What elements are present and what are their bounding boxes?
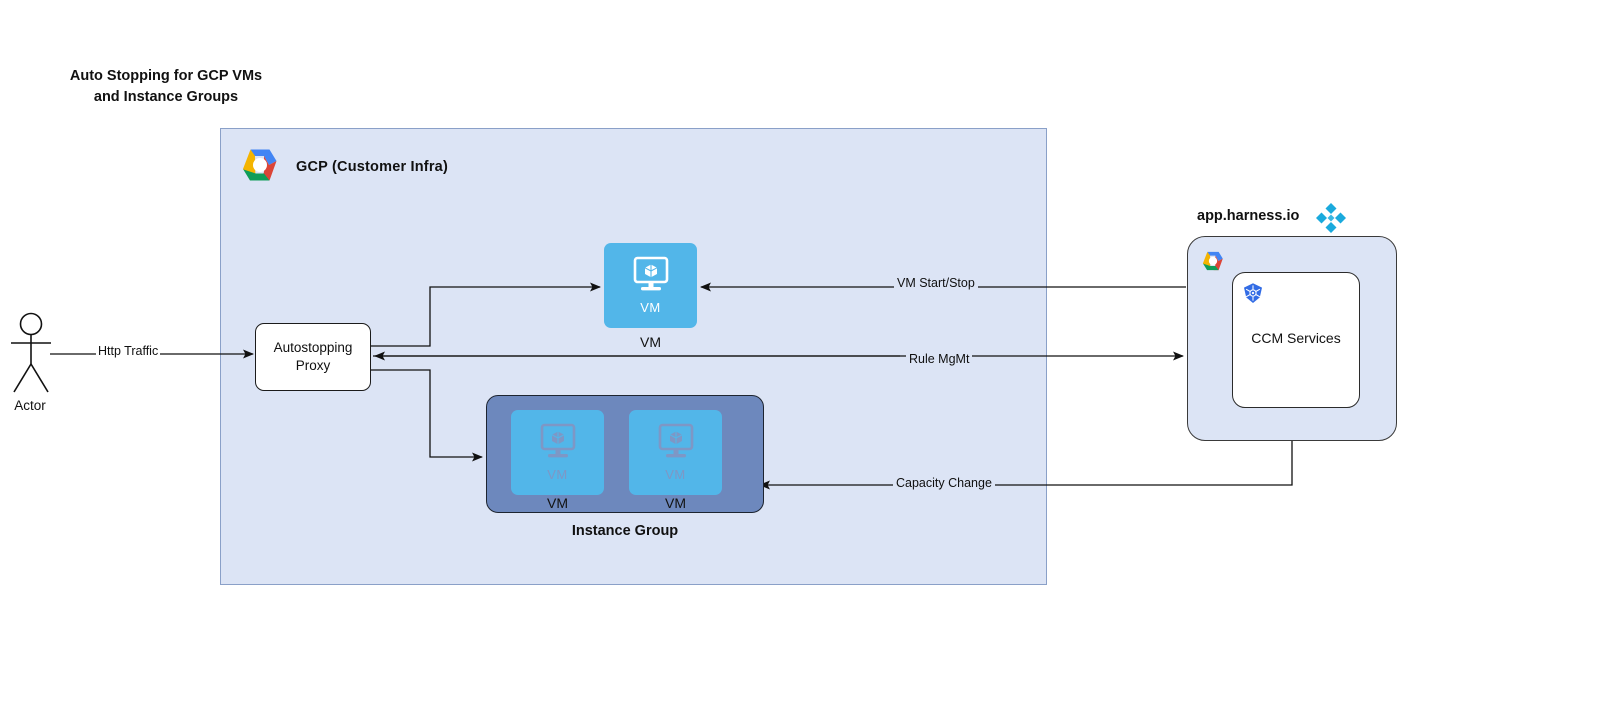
- vm-node-caption: VM: [640, 334, 661, 350]
- autostopping-proxy-node[interactable]: Autostopping Proxy: [255, 323, 371, 391]
- instance-group-vm-1-caption: VM: [547, 495, 568, 511]
- vm-node[interactable]: VM: [604, 243, 697, 328]
- actor-stick-figure-icon: [6, 312, 56, 401]
- instance-group-vm-2-tile-label: VM: [665, 467, 686, 482]
- gcp-container-label: GCP (Customer Infra): [296, 159, 448, 175]
- harness-diamond-logo-icon: [1315, 202, 1347, 239]
- kubernetes-icon: [1241, 282, 1265, 311]
- google-cloud-logo-icon: [233, 140, 287, 190]
- edge-label-vm-start-stop: VM Start/Stop: [894, 276, 978, 290]
- instance-group-vm-2[interactable]: VM: [629, 410, 722, 495]
- edge-label-capacity-change: Capacity Change: [893, 476, 995, 490]
- instance-group-vm-2-caption: VM: [665, 495, 686, 511]
- google-cloud-logo-icon: [1197, 246, 1229, 281]
- instance-group-node[interactable]: VM VM VM VM: [486, 395, 764, 513]
- vm-monitor-cube-icon: [630, 256, 672, 299]
- vm-tile-label: VM: [640, 300, 661, 315]
- vm-monitor-cube-icon: [655, 423, 697, 466]
- actor-label: Actor: [14, 398, 46, 413]
- instance-group-vm-1-tile-label: VM: [547, 467, 568, 482]
- vm-monitor-cube-icon: [537, 423, 579, 466]
- edge-label-rule-mgmt: Rule MgMt: [906, 352, 973, 366]
- harness-title: app.harness.io: [1197, 208, 1300, 224]
- instance-group-caption: Instance Group: [571, 523, 679, 539]
- autostopping-proxy-label: Autostopping Proxy: [273, 340, 353, 373]
- instance-group-vm-1[interactable]: VM: [511, 410, 604, 495]
- ccm-services-label: CCM Services: [1251, 330, 1341, 346]
- edge-label-http-traffic: Http Traffic: [96, 344, 161, 358]
- page-title: Auto Stopping for GCP VMs and Instance G…: [69, 68, 263, 105]
